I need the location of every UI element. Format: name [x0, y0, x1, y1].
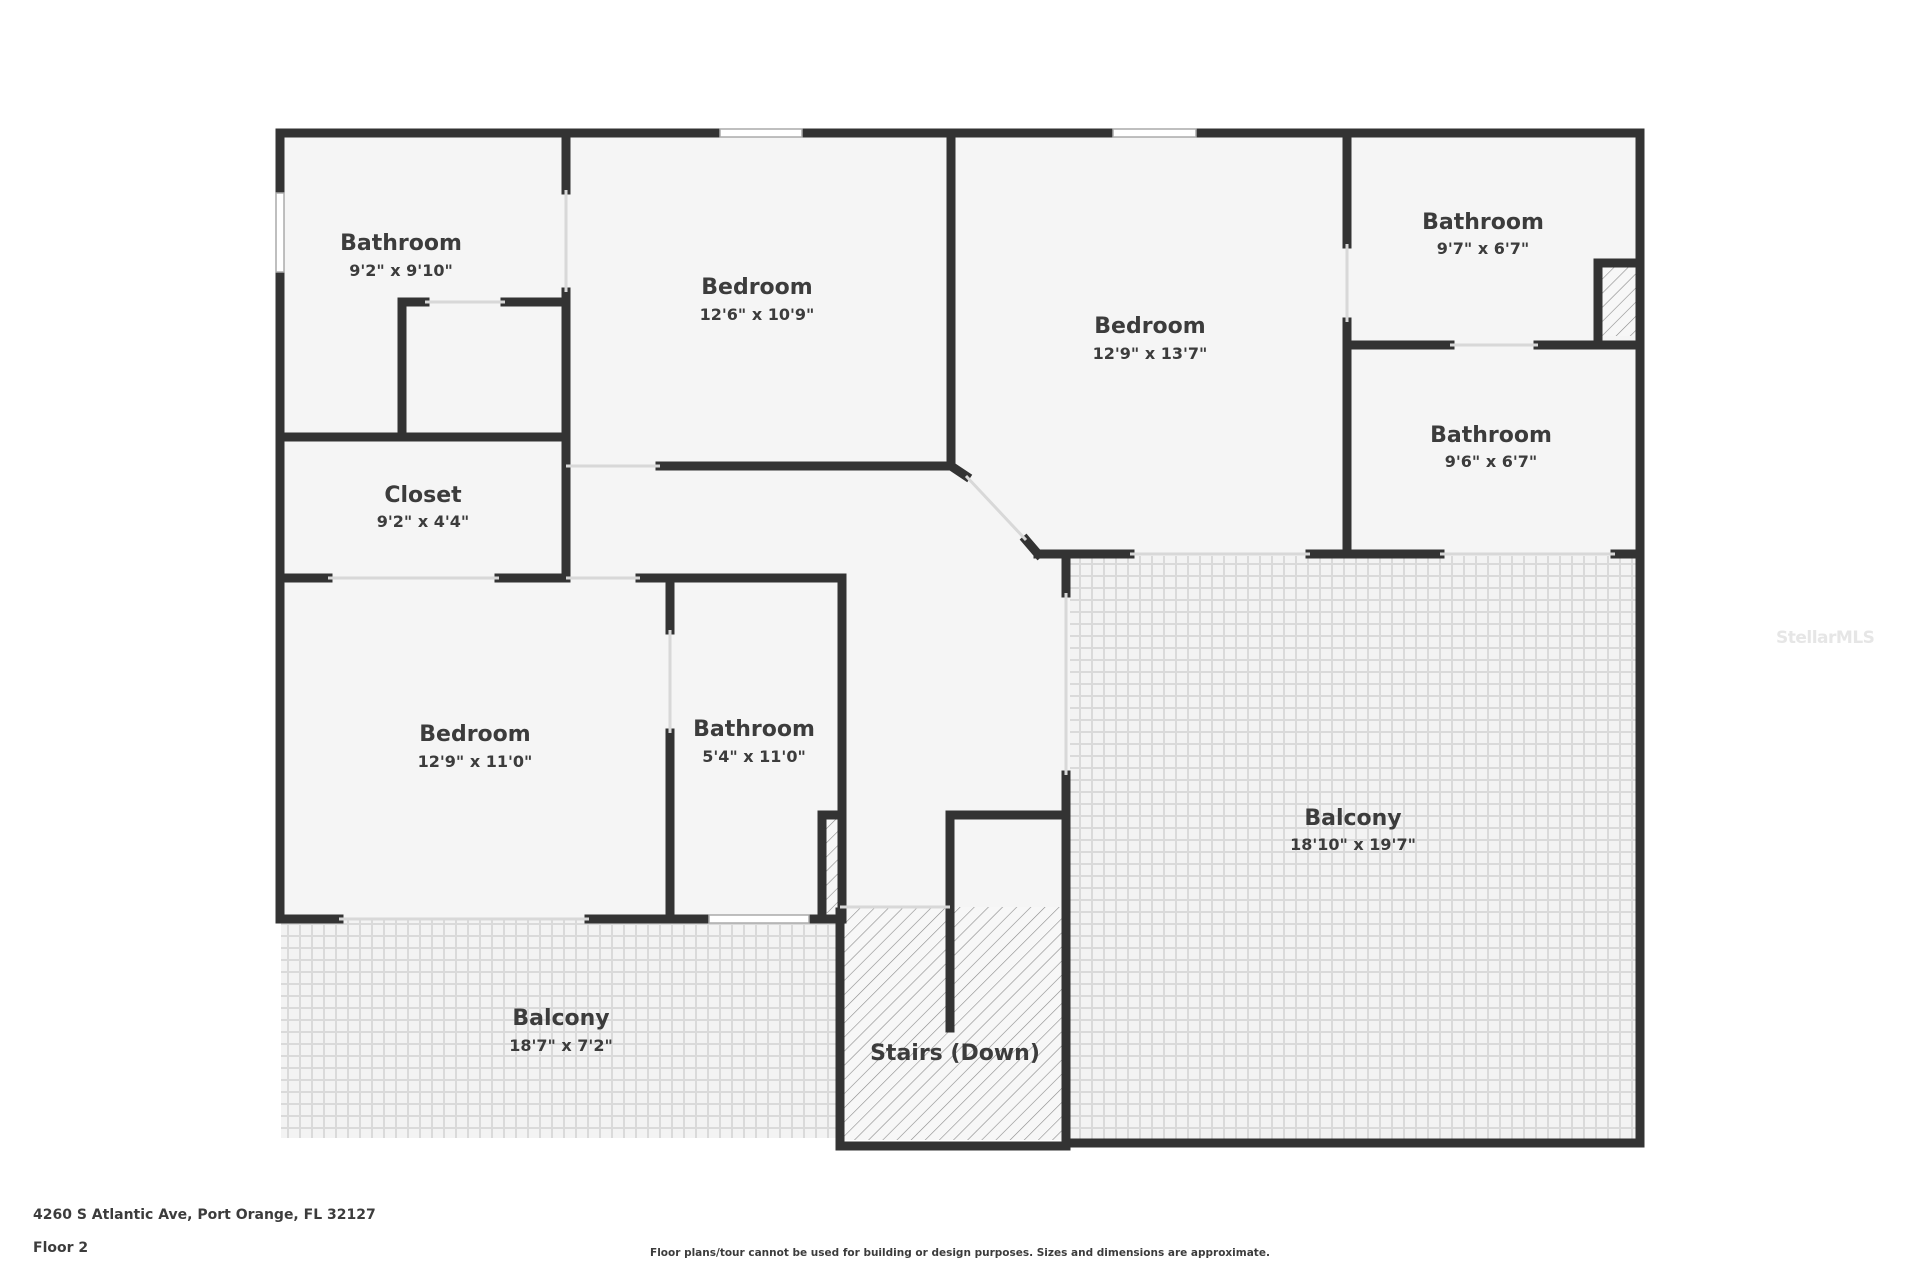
room-bathroom-ne2-name: Bathroom — [1430, 423, 1552, 448]
room-bathroom-northwest-dims: 9'2" x 9'10" — [349, 261, 453, 280]
room-bathroom-south-dims: 5'4" x 11'0" — [702, 747, 806, 766]
disclaimer: Floor plans/tour cannot be used for buil… — [650, 1247, 1270, 1259]
property-address: 4260 S Atlantic Ave, Port Orange, FL 321… — [33, 1207, 376, 1223]
room-bathroom-south-name: Bathroom — [693, 717, 815, 742]
floor-label: Floor 2 — [33, 1240, 89, 1256]
room-balcony-southwest-name: Balcony — [512, 1006, 609, 1031]
room-bathroom-northwest-name: Bathroom — [340, 231, 462, 256]
room-labels: Bathroom 9'2" x 9'10" Bedroom 12'6" x 10… — [340, 210, 1552, 1066]
room-closet-dims: 9'2" x 4'4" — [377, 512, 469, 531]
room-bedroom-northeast-name: Bedroom — [1094, 314, 1205, 339]
room-balcony-east-dims: 18'10" x 19'7" — [1290, 835, 1416, 854]
door-openings — [328, 190, 1615, 921]
room-bathroom-ne1-name: Bathroom — [1422, 210, 1544, 235]
watermark: StellarMLS — [1776, 628, 1875, 648]
balcony-east-floor — [1070, 556, 1639, 1145]
room-balcony-east-name: Balcony — [1304, 806, 1401, 831]
room-bedroom-north-name: Bedroom — [701, 275, 812, 300]
room-bedroom-northeast-dims: 12'9" x 13'7" — [1093, 344, 1208, 363]
balcony-southwest-floor — [281, 920, 840, 1138]
room-bathroom-ne1-dims: 9'7" x 6'7" — [1437, 239, 1529, 258]
room-closet-name: Closet — [384, 483, 462, 508]
walls — [275, 128, 1645, 1151]
room-bedroom-southwest-name: Bedroom — [419, 722, 530, 747]
shaft-northeast — [1598, 263, 1636, 336]
windows — [275, 128, 1197, 924]
room-bedroom-north-dims: 12'6" x 10'9" — [700, 305, 815, 324]
room-bathroom-ne2-dims: 9'6" x 6'7" — [1445, 452, 1537, 471]
room-balcony-southwest-dims: 18'7" x 7'2" — [509, 1036, 613, 1055]
room-bedroom-southwest-dims: 12'9" x 11'0" — [418, 752, 533, 771]
room-stairs-name: Stairs (Down) — [870, 1041, 1040, 1066]
